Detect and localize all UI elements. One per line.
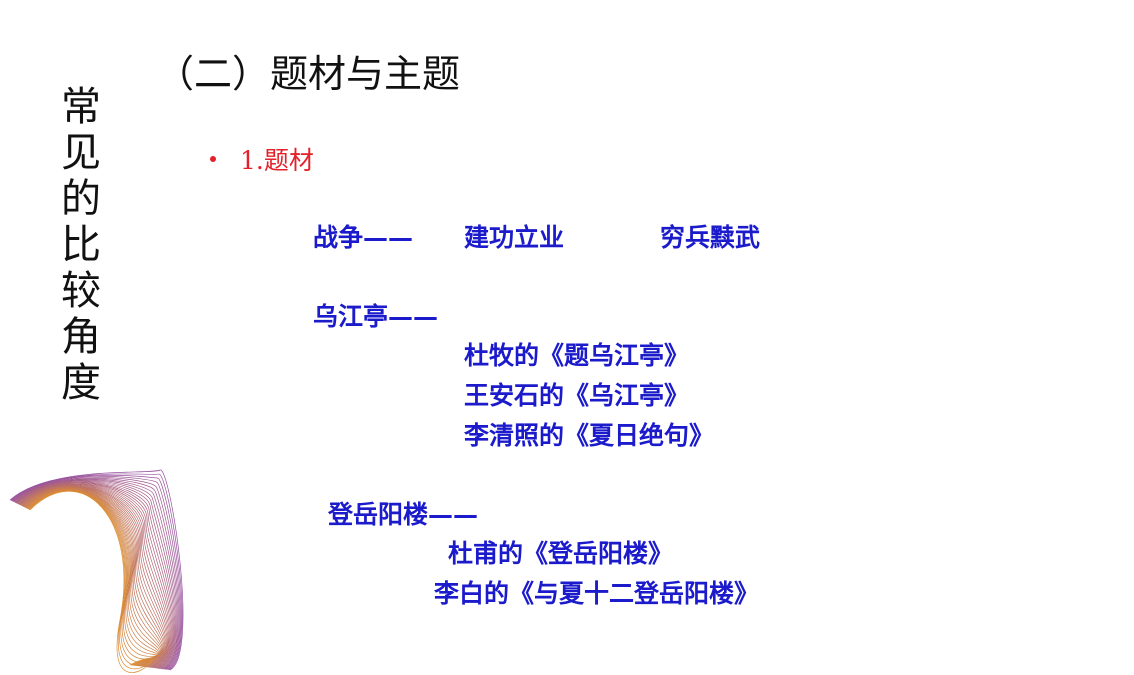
ribbon-line [27, 489, 155, 666]
wujiang-line-1: 杜牧的《题乌江亭》 [464, 341, 690, 370]
decorative-ribbon-graphic [9, 469, 184, 673]
war-heading: 战争—— [313, 223, 414, 252]
ribbon-line [26, 489, 157, 667]
wujiang-line-2: 王安石的《乌江亭》 [464, 381, 690, 410]
ribbon-line [18, 484, 170, 669]
yueyang-heading: 登岳阳楼—— [328, 500, 479, 529]
ribbon-line [23, 487, 162, 667]
ribbon-line [16, 482, 172, 669]
ribbon-line [14, 479, 177, 670]
yueyang-line-2: 李白的《与夏十二登岳阳楼》 [434, 579, 760, 608]
ribbon-line [24, 488, 160, 667]
section-title: （二）题材与主题 [156, 52, 461, 96]
bullet-text: 1.题材 [240, 146, 314, 175]
wujiang-heading: 乌江亭—— [313, 302, 439, 331]
war-item-1: 建功立业 [464, 223, 565, 252]
side-title: 常见的比较角度 [61, 84, 101, 406]
ribbon-line [17, 483, 171, 669]
bullet-dot-icon [210, 156, 216, 162]
wujiang-line-3: 李清照的《夏日绝句》 [464, 421, 715, 450]
ribbon-line [25, 489, 158, 667]
yueyang-line-1: 杜甫的《登岳阳楼》 [448, 539, 674, 568]
ribbon-line [14, 480, 176, 670]
bullet-item: 1.题材 [210, 142, 314, 176]
ribbon-line [29, 491, 152, 673]
ribbon-line [21, 486, 165, 668]
war-item-2: 穷兵黩武 [660, 223, 761, 252]
ribbon-line [22, 487, 163, 668]
